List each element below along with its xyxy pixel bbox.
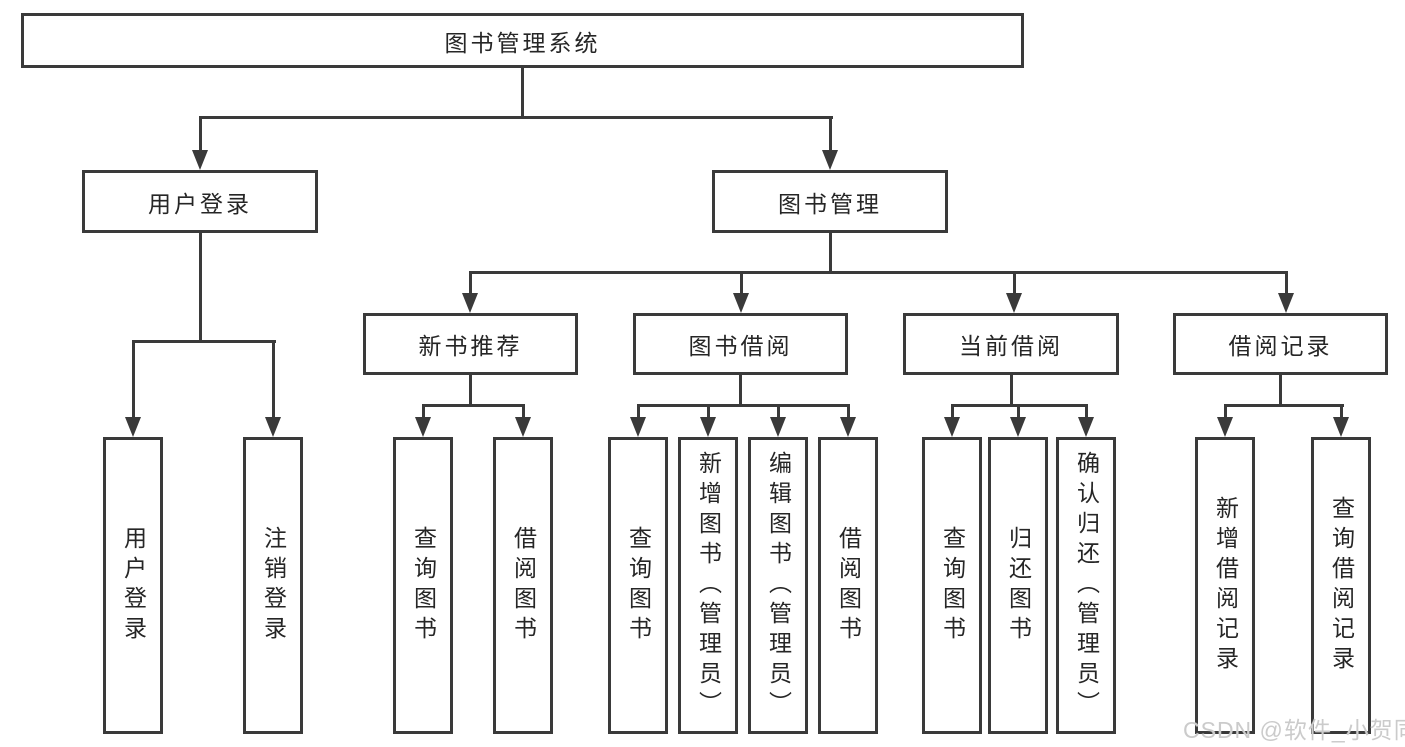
connector-records-trunk <box>1279 375 1282 407</box>
connector-shaft <box>522 407 525 418</box>
connector-shaft <box>199 118 202 150</box>
connector-level2-rail <box>469 271 1288 274</box>
connector-shaft <box>740 274 743 294</box>
arrow-down-icon <box>822 150 838 170</box>
connector-shaft <box>272 343 275 418</box>
node-label: 查询图书 <box>939 525 966 646</box>
node-label: 注销登录 <box>260 525 287 646</box>
connector-shaft <box>1224 407 1227 418</box>
arrow-down-icon <box>840 417 856 437</box>
arrow-down-icon <box>125 417 141 437</box>
node-label: 用户登录 <box>120 525 147 646</box>
leaf-query-books-recommend: 查询图书 <box>393 437 453 734</box>
node-book-management: 图书管理 <box>712 170 948 233</box>
connector-borrowing-trunk <box>739 375 742 407</box>
arrow-down-icon <box>630 417 646 437</box>
arrow-down-icon <box>265 417 281 437</box>
node-label: 图书管理 <box>778 190 882 217</box>
connector-shaft <box>1017 407 1020 418</box>
arrow-down-icon <box>515 417 531 437</box>
arrow-down-icon <box>944 417 960 437</box>
node-label: 查询图书 <box>410 525 437 646</box>
connector-shaft <box>707 407 710 418</box>
node-new-book-recommend: 新书推荐 <box>363 313 578 375</box>
leaf-borrow-books: 借阅图书 <box>818 437 878 734</box>
node-user-login: 用户登录 <box>82 170 318 233</box>
leaf-add-books-admin: 新增图书（管理员） <box>678 437 738 734</box>
leaf-query-borrow-record: 查询借阅记录 <box>1311 437 1371 734</box>
connector-records-rail <box>1224 404 1344 407</box>
connector-current-trunk <box>1010 375 1013 407</box>
node-label: 确认归还（管理员） <box>1073 450 1100 721</box>
connector-shaft <box>422 407 425 418</box>
node-book-borrowing: 图书借阅 <box>633 313 848 375</box>
connector-recommend-rail <box>422 404 525 407</box>
connector-shaft <box>777 407 780 418</box>
node-label: 查询图书 <box>625 525 652 646</box>
node-label: 新增图书（管理员） <box>695 450 722 721</box>
connector-shaft <box>637 407 640 418</box>
arrow-down-icon <box>1217 417 1233 437</box>
connector-shaft <box>951 407 954 418</box>
arrow-down-icon <box>1010 417 1026 437</box>
node-label: 借阅记录 <box>1228 333 1333 359</box>
connector-login-rail <box>132 340 276 343</box>
connector-current-rail <box>951 404 1088 407</box>
node-library-system: 图书管理系统 <box>21 13 1024 68</box>
connector-shaft <box>1285 274 1288 294</box>
leaf-query-books-borrow: 查询图书 <box>608 437 668 734</box>
arrow-down-icon <box>700 417 716 437</box>
arrow-down-icon <box>462 293 478 313</box>
connector-login-trunk <box>199 233 202 343</box>
leaf-edit-books-admin: 编辑图书（管理员） <box>748 437 808 734</box>
connector-shaft <box>829 118 832 150</box>
node-label: 归还图书 <box>1005 525 1032 646</box>
arrow-down-icon <box>733 293 749 313</box>
node-label: 编辑图书（管理员） <box>765 450 792 721</box>
connector-level1-rail <box>199 116 833 119</box>
node-label: 图书借阅 <box>688 333 793 359</box>
arrow-down-icon <box>192 150 208 170</box>
connector-root-trunk <box>521 67 524 117</box>
arrow-down-icon <box>415 417 431 437</box>
csdn-watermark: CSDN @软件_小贺同学 <box>1183 717 1405 743</box>
node-current-borrowing: 当前借阅 <box>903 313 1119 375</box>
node-label: 当前借阅 <box>959 333 1063 359</box>
arrow-down-icon <box>1006 293 1022 313</box>
arrow-down-icon <box>1333 417 1349 437</box>
leaf-borrow-books-recommend: 借阅图书 <box>493 437 553 734</box>
node-label: 新增借阅记录 <box>1212 495 1239 676</box>
leaf-add-borrow-record: 新增借阅记录 <box>1195 437 1255 734</box>
node-label: 新书推荐 <box>418 333 523 359</box>
leaf-user-login: 用户登录 <box>103 437 163 734</box>
arrow-down-icon <box>770 417 786 437</box>
connector-shaft <box>469 274 472 294</box>
leaf-confirm-return-admin: 确认归还（管理员） <box>1056 437 1116 734</box>
connector-recommend-trunk <box>469 375 472 407</box>
node-label: 查询借阅记录 <box>1328 495 1355 676</box>
connector-shaft <box>1085 407 1088 418</box>
node-label: 借阅图书 <box>835 525 862 646</box>
leaf-return-books: 归还图书 <box>988 437 1048 734</box>
arrow-down-icon <box>1078 417 1094 437</box>
node-label: 用户登录 <box>148 190 252 217</box>
node-label: 借阅图书 <box>510 525 537 646</box>
leaf-logout: 注销登录 <box>243 437 303 734</box>
node-label: 图书管理系统 <box>444 29 601 56</box>
connector-borrowing-rail <box>637 404 850 407</box>
connector-shaft <box>132 343 135 418</box>
arrow-down-icon <box>1278 293 1294 313</box>
node-borrow-records: 借阅记录 <box>1173 313 1388 375</box>
connector-shaft <box>1013 274 1016 294</box>
leaf-query-books-current: 查询图书 <box>922 437 982 734</box>
connector-bookmgmt-trunk <box>829 233 832 273</box>
connector-shaft <box>1340 407 1343 418</box>
connector-shaft <box>847 407 850 418</box>
